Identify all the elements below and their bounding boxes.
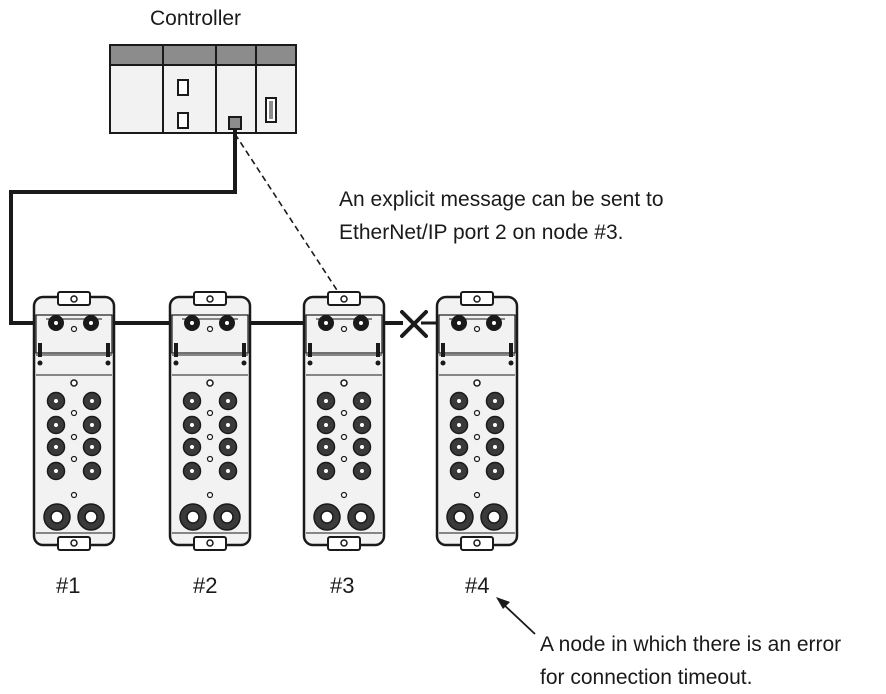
error-note-line-1: A node in which there is an error (540, 633, 842, 656)
controller-label: Controller (150, 7, 242, 30)
node-1-label: #1 (56, 573, 81, 598)
error-note: A node in which there is an error for co… (540, 628, 841, 694)
explicit-message-note-line-2: EtherNet/IP port 2 on node #3. (339, 221, 624, 244)
controller-icon (109, 44, 297, 134)
ethernet-cable (9, 129, 403, 325)
error-note-arrow (501, 602, 536, 635)
node-2-label: #2 (193, 573, 218, 598)
explicit-message-path (234, 133, 347, 305)
error-note-arrowhead (496, 597, 510, 609)
error-note-line-2: for connection timeout. (540, 666, 753, 689)
explicit-message-note-line-1: An explicit message can be sent to (339, 188, 664, 211)
node-3-label: #3 (330, 573, 355, 598)
node-4-label: #4 (465, 573, 490, 598)
connection-error-mark (400, 310, 428, 338)
explicit-message-note: An explicit message can be sent to Ether… (339, 183, 664, 249)
